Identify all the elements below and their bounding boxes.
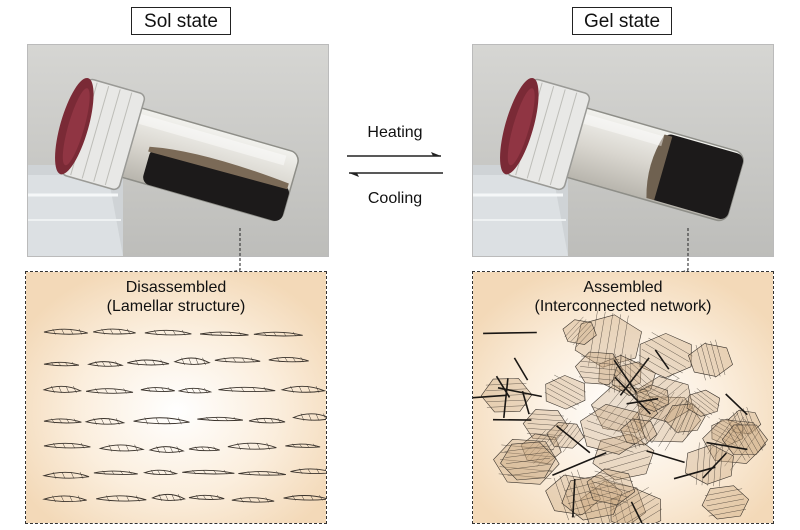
edge-on-sheet bbox=[513, 357, 529, 381]
network-sheets bbox=[473, 272, 773, 523]
edge-on-sheet bbox=[521, 390, 530, 415]
lamellar-sheet bbox=[43, 442, 91, 449]
edge-on-sheet bbox=[630, 501, 643, 523]
lamellar-sheet bbox=[248, 417, 286, 424]
lamellar-sheet bbox=[127, 359, 170, 366]
edge-on-sheet bbox=[646, 450, 685, 464]
edge-on-sheet bbox=[613, 359, 638, 394]
lamellar-sheet bbox=[133, 417, 190, 425]
lamellar-sheet bbox=[292, 413, 326, 421]
edge-on-sheet bbox=[483, 331, 537, 335]
lamellar-sheet bbox=[42, 495, 87, 502]
lamellar-sheet bbox=[42, 385, 83, 393]
lamellar-sheet bbox=[140, 387, 175, 392]
edge-on-sheet bbox=[702, 452, 727, 479]
edge-on-sheet bbox=[495, 375, 511, 398]
lamellar-sheet bbox=[98, 444, 145, 452]
edge-on-sheet bbox=[673, 466, 716, 480]
lamellar-sheets bbox=[26, 272, 326, 523]
edge-on-sheet bbox=[725, 393, 748, 416]
lamellar-sheet bbox=[93, 470, 138, 475]
lamellar-sheet bbox=[93, 328, 136, 335]
lamellar-sheet bbox=[144, 329, 192, 336]
edge-on-sheet bbox=[706, 441, 748, 451]
lamellar-sheet bbox=[290, 468, 326, 474]
gel-vial-photo bbox=[472, 44, 774, 257]
lamellar-sheet bbox=[227, 442, 277, 450]
lamellar-sheet bbox=[268, 356, 309, 363]
lamellar-sheet bbox=[148, 446, 185, 453]
edge-on-sheet bbox=[626, 397, 659, 405]
lamellar-sheet bbox=[238, 471, 286, 476]
lamellar-sheet bbox=[199, 331, 249, 337]
lamellar-sheet bbox=[188, 494, 225, 500]
edge-on-sheet bbox=[556, 425, 591, 454]
interconnected-network-label: (Interconnected network) bbox=[534, 298, 712, 315]
disassembled-label: Disassembled bbox=[125, 279, 227, 296]
lamellar-sheet bbox=[43, 418, 82, 424]
heating-label: Heating bbox=[367, 124, 423, 141]
lamellar-sheet bbox=[280, 385, 326, 393]
edge-on-sheet bbox=[473, 394, 507, 399]
edge-on-sheet bbox=[552, 451, 607, 476]
lamellar-sheet bbox=[84, 418, 126, 425]
edge-on-sheet bbox=[572, 478, 576, 518]
lamellar-sheet bbox=[87, 361, 124, 367]
lamellar-sheet bbox=[85, 388, 134, 394]
lamellar-sheet bbox=[43, 361, 80, 367]
lamellar-sheet bbox=[231, 497, 275, 503]
lamellar-sheet bbox=[214, 357, 261, 363]
edge-on-sheet bbox=[619, 357, 650, 396]
lamellar-sheet bbox=[42, 471, 90, 479]
lamellar-sheet bbox=[218, 386, 276, 393]
lamellar-structure-panel: Disassembled (Lamellar structure) bbox=[25, 271, 327, 524]
cooling-label: Cooling bbox=[367, 190, 423, 207]
lamellar-sheet bbox=[177, 387, 213, 394]
lamellar-sheet bbox=[285, 443, 321, 448]
network-structure-panel: Assembled (Interconnected network) bbox=[472, 271, 774, 524]
lamellar-sheet bbox=[96, 495, 147, 502]
edge-on-sheet bbox=[614, 376, 651, 415]
lamellar-sheet bbox=[283, 495, 326, 501]
sol-vial-photo bbox=[27, 44, 329, 257]
lamellar-sheet bbox=[142, 469, 179, 476]
lamellar-sheet bbox=[197, 416, 243, 422]
edge-on-sheet bbox=[503, 378, 509, 418]
lamellar-sheet bbox=[182, 469, 235, 475]
gel-connector bbox=[681, 228, 689, 273]
gel-state-title: Gel state bbox=[572, 7, 672, 35]
lamellar-sheet bbox=[43, 328, 88, 335]
lamellar-sheet bbox=[173, 357, 211, 365]
transition-arrows: Heating Cooling bbox=[335, 118, 455, 218]
lamellar-sheet bbox=[151, 493, 186, 501]
lamellar-sheet bbox=[253, 331, 303, 337]
arrow-icons bbox=[347, 152, 443, 177]
edge-on-sheet bbox=[654, 349, 670, 370]
sol-connector bbox=[231, 228, 241, 273]
assembled-label: Assembled bbox=[583, 279, 663, 296]
lamellar-structure-label: (Lamellar structure) bbox=[106, 298, 246, 315]
sol-state-title: Sol state bbox=[131, 7, 231, 35]
